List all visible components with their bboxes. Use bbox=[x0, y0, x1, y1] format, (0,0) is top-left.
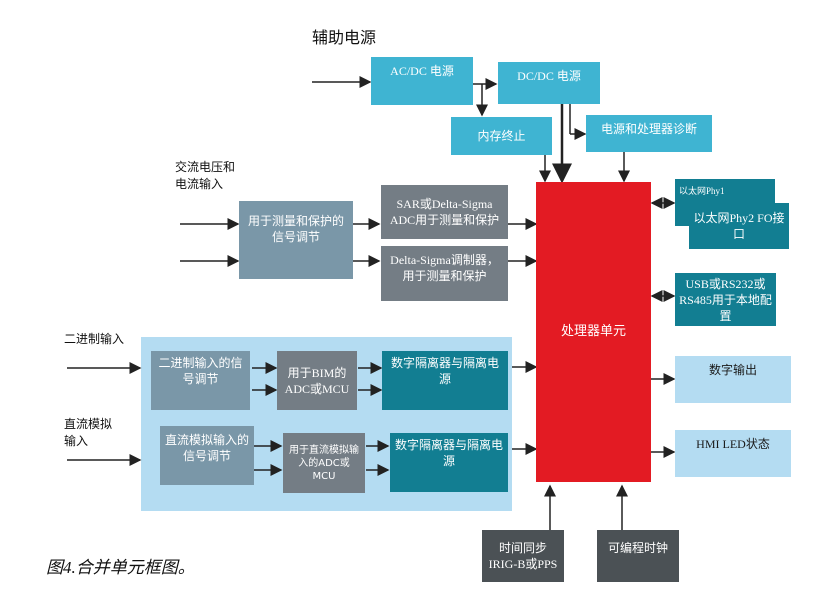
acdc-power-box: AC/DC 电源 bbox=[371, 57, 473, 105]
binary-input-label: 二进制输入 bbox=[64, 332, 125, 346]
sar-adc-box: SAR或Delta-Sigma ADC用于测量和保护 bbox=[381, 185, 508, 239]
memory-termination-box: 内存终止 bbox=[451, 117, 552, 155]
binary-conditioning-box: 二进制输入的信号调节 bbox=[151, 351, 250, 410]
processor-unit: 处理器单元 bbox=[536, 182, 651, 482]
dc-analog-adc-mcu-box: 用于直流模拟输入的ADC或MCU bbox=[283, 433, 365, 493]
dc-analog-conditioning-box: 直流模拟输入的信号调节 bbox=[160, 426, 254, 485]
ac-input-label-line1: 交流电压和 bbox=[175, 160, 236, 174]
time-sync-box: 时间同步 IRIG-B或PPS bbox=[482, 530, 564, 582]
aux-power-title: 辅助电源 bbox=[312, 28, 377, 47]
ac-input-label: 交流电压和 电流输入 bbox=[175, 159, 235, 193]
dc-analog-label-line2: 输入 bbox=[64, 434, 89, 448]
hmi-led-status-box: HMI LED状态 bbox=[675, 430, 791, 477]
delta-sigma-modulator-box: Delta-Sigma调制器，用于测量和保护 bbox=[381, 246, 508, 301]
usb-rs232-rs485-box: USB或RS232或RS485用于本地配置 bbox=[675, 273, 776, 326]
diagnostics-box: 电源和处理器诊断 bbox=[586, 115, 712, 152]
binary-isolator-box: 数字隔离器与隔离电源 bbox=[382, 351, 508, 410]
programmable-clock-box: 可编程时钟 bbox=[597, 530, 679, 582]
ethernet-phy2-fo-box: 以太网Phy2 FO接口 bbox=[689, 203, 789, 249]
dcdc-power-box: DC/DC 电源 bbox=[498, 62, 600, 104]
time-sync-line2: IRIG-B或PPS bbox=[488, 557, 558, 571]
dc-analog-isolator-box: 数字隔离器与隔离电源 bbox=[390, 433, 508, 492]
time-sync-line1: 时间同步 bbox=[498, 541, 547, 555]
digital-output-box: 数字输出 bbox=[675, 356, 791, 403]
figure-caption: 图4.合并单元框图。 bbox=[46, 558, 195, 577]
binary-adc-mcu-box: 用于BIM的ADC或MCU bbox=[277, 351, 357, 410]
dc-analog-label-line1: 直流模拟 bbox=[64, 417, 113, 431]
dc-analog-input-label: 直流模拟 输入 bbox=[64, 416, 112, 450]
ac-input-label-line2: 电流输入 bbox=[175, 177, 224, 191]
ac-signal-conditioning-box: 用于测量和保护的信号调节 bbox=[239, 201, 353, 279]
